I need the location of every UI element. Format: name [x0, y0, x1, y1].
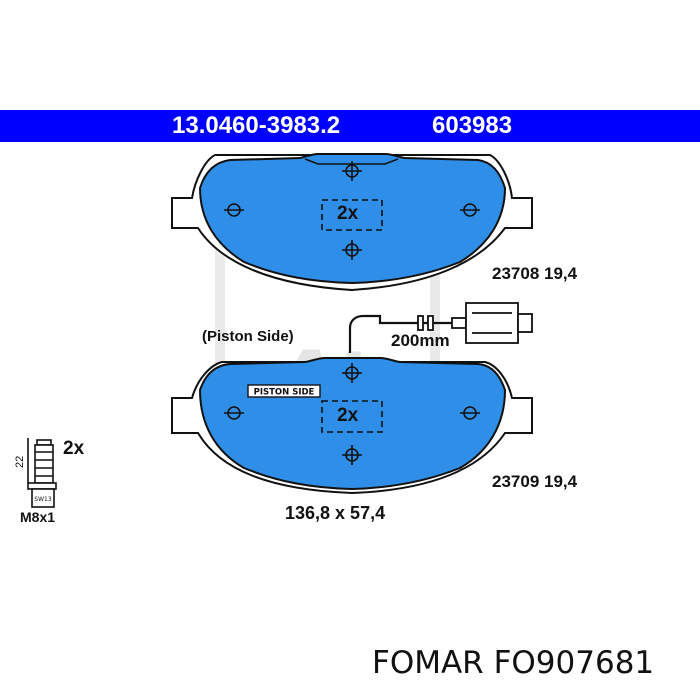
- piston-side-stamp-text: PISTON SIDE: [254, 388, 315, 398]
- bottom-pad-mark-right: [460, 406, 480, 420]
- bottom-pad-mark-left: [224, 406, 244, 420]
- piston-side-stamp: [247, 384, 321, 398]
- bottom-pad-count: 2x: [337, 405, 359, 426]
- bolt-count: 2x: [63, 438, 85, 459]
- bottom-pad-mark-bottom: [342, 445, 362, 465]
- top-pad-mark-bottom: [342, 240, 362, 260]
- bolt-thread: M8x1: [20, 509, 56, 525]
- header-bar: 13.0460-3983.2 603983: [0, 110, 700, 142]
- bottom-pad-mark-top: [342, 363, 362, 383]
- top-pad-article: 23708 19,4: [492, 264, 578, 283]
- bottom-pad-count-box: [321, 400, 383, 433]
- caliper-bolt: [27, 438, 57, 508]
- top-pad-count: 2x: [337, 203, 359, 224]
- sensor-connector: [417, 302, 533, 344]
- footer-caption: FOMAR FO907681: [372, 645, 655, 681]
- wear-sensor-wire: [348, 314, 468, 353]
- top-pad-mark-top: [342, 161, 362, 181]
- bolt-head-label: SW13: [34, 496, 52, 503]
- piston-side-label: (Piston Side): [202, 328, 294, 345]
- reference-number: 603983: [432, 112, 513, 139]
- top-pad-mark-right: [460, 203, 480, 217]
- part-number: 13.0460-3983.2: [172, 112, 341, 139]
- top-pad-friction-material: [198, 153, 507, 285]
- top-pad-count-box: [321, 199, 383, 231]
- pad-dimensions: 136,8 x 57,4: [285, 503, 386, 523]
- bolt-length-label: 22: [14, 456, 26, 468]
- bottom-pad-article: 23709 19,4: [492, 472, 578, 491]
- wire-length-label: 200mm: [391, 331, 450, 350]
- top-pad-mark-left: [224, 203, 244, 217]
